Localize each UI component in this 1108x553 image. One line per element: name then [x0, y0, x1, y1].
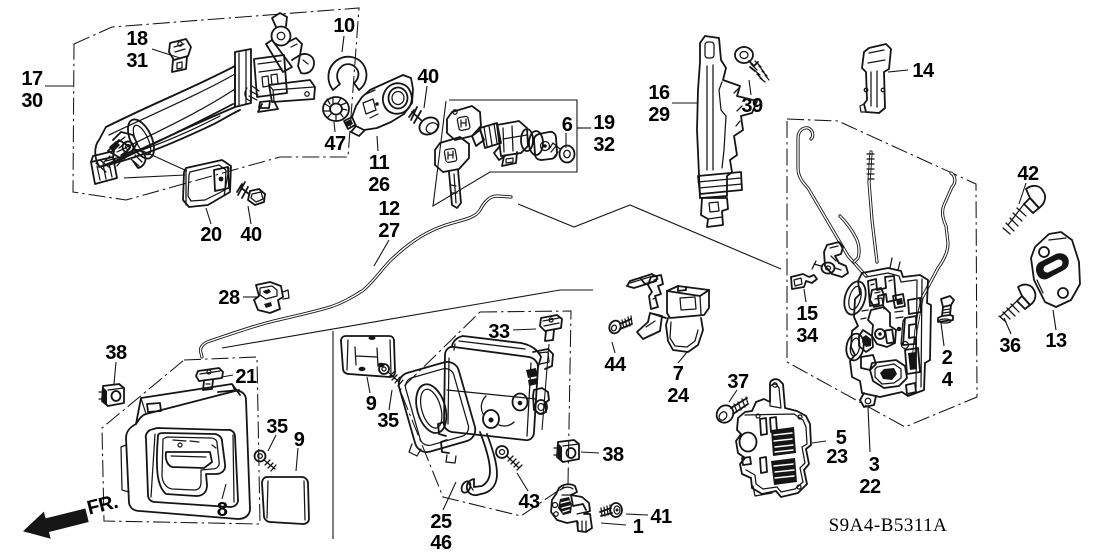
svg-text:29: 29 — [648, 104, 670, 126]
svg-text:24: 24 — [667, 385, 690, 407]
svg-text:40: 40 — [417, 66, 439, 88]
svg-text:9: 9 — [294, 429, 305, 451]
svg-text:47: 47 — [324, 133, 346, 155]
svg-text:S9A4-B5311A: S9A4-B5311A — [829, 515, 948, 536]
svg-text:10: 10 — [333, 15, 355, 37]
svg-text:16: 16 — [648, 82, 670, 104]
svg-text:42: 42 — [1017, 163, 1039, 185]
svg-text:4: 4 — [942, 369, 954, 391]
svg-text:22: 22 — [859, 476, 881, 498]
svg-text:28: 28 — [218, 287, 240, 309]
svg-text:44: 44 — [604, 354, 627, 376]
svg-text:2: 2 — [942, 347, 953, 369]
svg-text:8: 8 — [217, 499, 228, 521]
svg-text:32: 32 — [593, 134, 615, 156]
svg-text:46: 46 — [430, 532, 452, 553]
svg-text:38: 38 — [105, 342, 127, 364]
svg-text:30: 30 — [21, 90, 43, 112]
svg-text:20: 20 — [200, 224, 222, 246]
svg-text:35: 35 — [266, 416, 288, 438]
svg-text:18: 18 — [126, 28, 148, 50]
svg-text:36: 36 — [999, 335, 1021, 357]
svg-text:25: 25 — [430, 511, 452, 533]
svg-text:14: 14 — [912, 60, 935, 82]
svg-text:5: 5 — [836, 427, 847, 449]
svg-text:11: 11 — [369, 152, 390, 174]
svg-text:27: 27 — [378, 220, 400, 242]
svg-text:17: 17 — [21, 68, 43, 90]
svg-text:6: 6 — [562, 114, 573, 136]
svg-text:21: 21 — [235, 366, 257, 388]
svg-text:33: 33 — [488, 321, 510, 343]
svg-text:40: 40 — [240, 224, 262, 246]
svg-text:3: 3 — [869, 454, 880, 476]
svg-text:41: 41 — [650, 506, 672, 528]
svg-text:35: 35 — [377, 410, 399, 432]
svg-text:43: 43 — [518, 491, 540, 513]
svg-text:12: 12 — [378, 198, 400, 220]
svg-text:23: 23 — [826, 446, 848, 468]
svg-text:38: 38 — [602, 444, 624, 466]
svg-text:37: 37 — [727, 371, 749, 393]
svg-text:31: 31 — [126, 50, 148, 72]
svg-text:19: 19 — [593, 112, 615, 134]
svg-text:34: 34 — [796, 325, 819, 347]
svg-text:1: 1 — [633, 516, 644, 538]
svg-text:15: 15 — [796, 303, 818, 325]
svg-text:39: 39 — [741, 95, 763, 117]
svg-text:26: 26 — [368, 174, 390, 196]
svg-text:7: 7 — [673, 363, 684, 385]
svg-text:13: 13 — [1045, 330, 1067, 352]
svg-text:9: 9 — [366, 393, 377, 415]
